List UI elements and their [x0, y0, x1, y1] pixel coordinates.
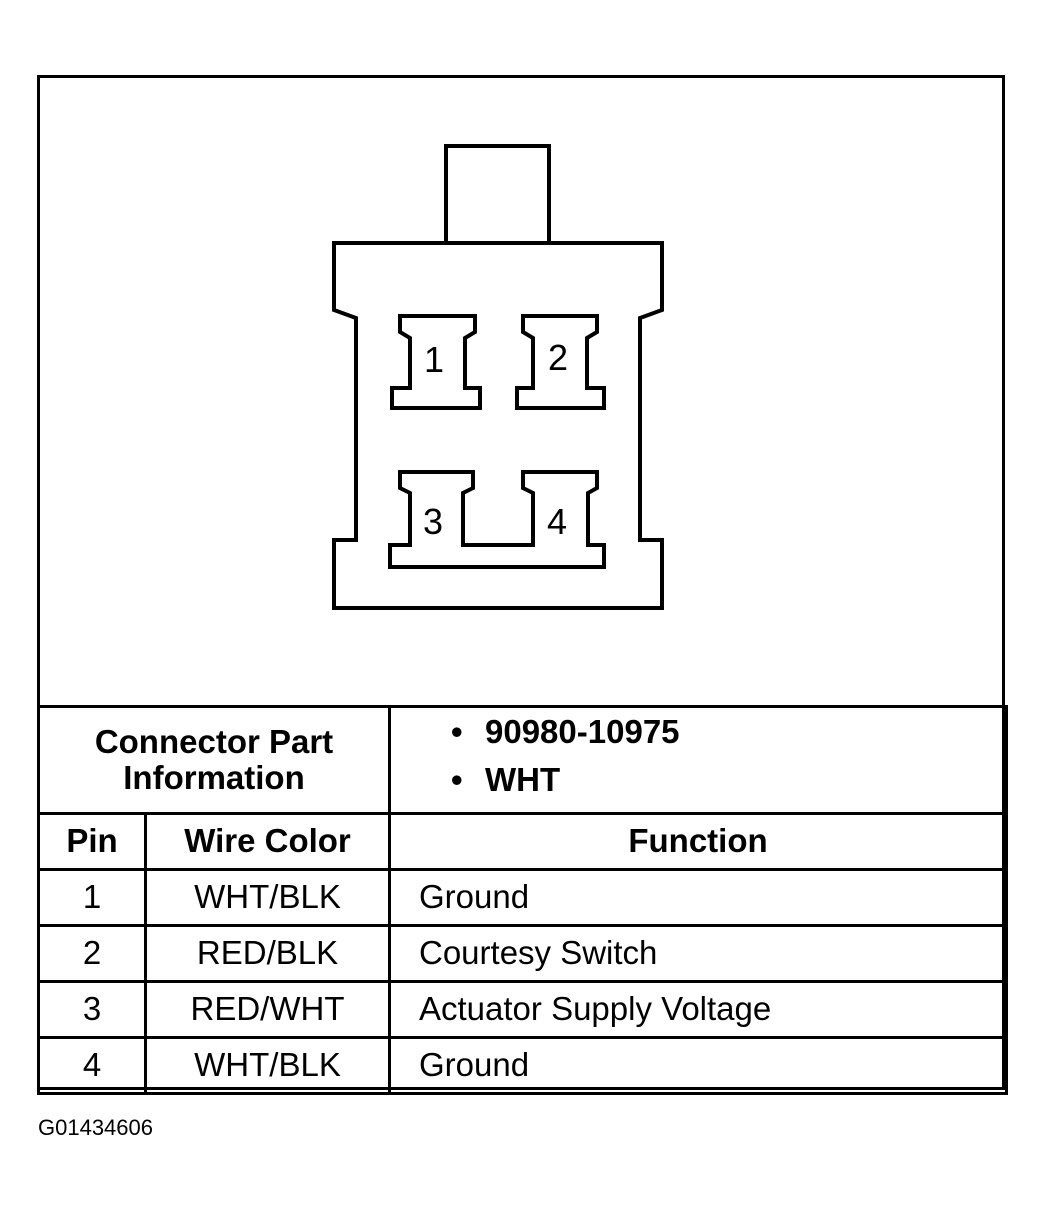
part-info-label: Connector Part Information: [37, 705, 391, 815]
part-info-row: Connector Part Information • 90980-10975 …: [37, 705, 1008, 815]
function-cell: Ground: [388, 868, 1008, 927]
function-cell: Courtesy Switch: [388, 924, 1008, 983]
pin-cell: 2: [37, 924, 147, 983]
part-number-item: • 90980-10975: [451, 708, 1005, 756]
wire-color-cell: RED/WHT: [144, 980, 391, 1039]
bullet: •: [451, 713, 463, 750]
connector-color: WHT: [485, 761, 561, 798]
table-header-row: Pin Wire Color Function: [37, 812, 1008, 871]
header-wire-color: Wire Color: [144, 812, 391, 871]
connector-pin-table: Connector Part Information • 90980-10975 …: [37, 705, 1008, 1095]
wire-color-cell: WHT/BLK: [144, 1036, 391, 1095]
header-function: Function: [388, 812, 1008, 871]
table-row: 3 RED/WHT Actuator Supply Voltage: [37, 980, 1008, 1039]
bullet: •: [451, 761, 463, 798]
part-info-label-line1: Connector Part: [94, 722, 334, 760]
header-pin: Pin: [37, 812, 147, 871]
pin-cell: 3: [37, 980, 147, 1039]
function-cell: Actuator Supply Voltage: [388, 980, 1008, 1039]
part-number: 90980-10975: [485, 713, 680, 750]
function-cell: Ground: [388, 1036, 1008, 1095]
part-info-label-line2: Information: [123, 759, 305, 796]
wire-color-cell: RED/BLK: [144, 924, 391, 983]
connector-color-item: • WHT: [451, 756, 1005, 804]
wire-color-cell: WHT/BLK: [144, 868, 391, 927]
figure-id: G01434606: [38, 1115, 153, 1140]
pin-cell: 4: [37, 1036, 147, 1095]
table-row: 4 WHT/BLK Ground: [37, 1036, 1008, 1095]
pin-cell: 1: [37, 868, 147, 927]
table-row: 1 WHT/BLK Ground: [37, 868, 1008, 927]
table-row: 2 RED/BLK Courtesy Switch: [37, 924, 1008, 983]
part-info-values: • 90980-10975 • WHT: [388, 705, 1008, 815]
